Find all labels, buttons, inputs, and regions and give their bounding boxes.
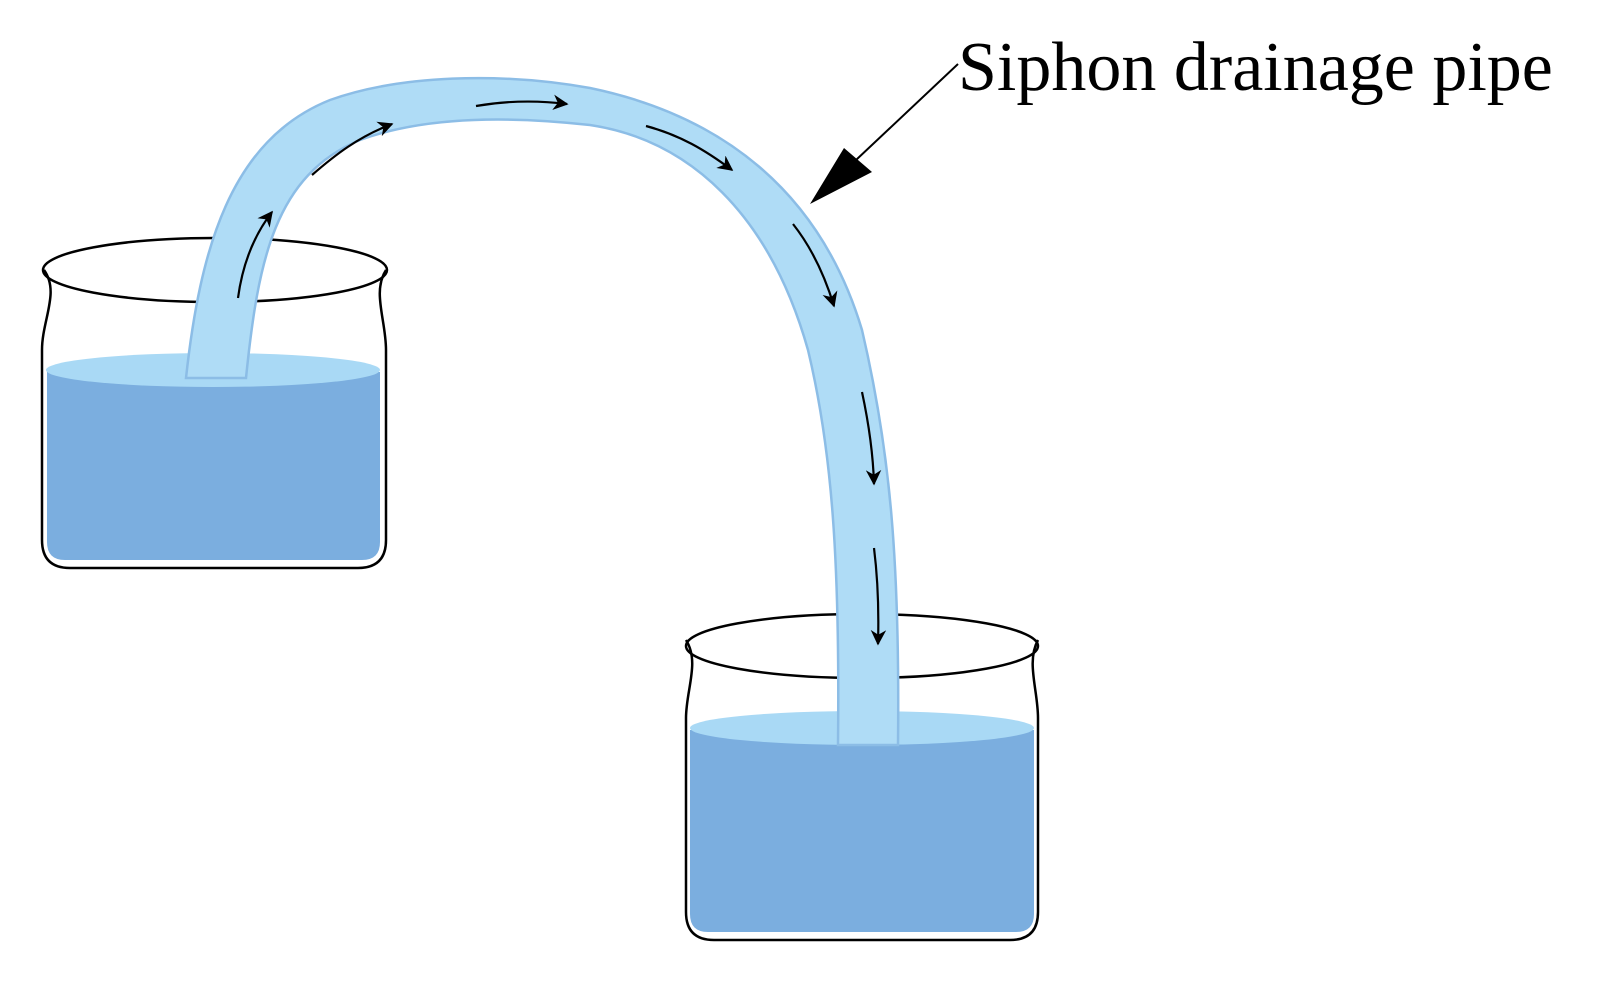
target-beaker-water [690, 730, 1034, 932]
flow-arrow [311, 121, 394, 176]
flow-arrow [870, 547, 887, 646]
flow-arrow [236, 210, 273, 299]
source-beaker-water [47, 372, 380, 560]
pipe-label-group: Siphon drainage pipe [810, 29, 1553, 204]
flow-arrow [792, 223, 838, 308]
siphon-pipe-tube [184, 76, 900, 747]
flow-arrow [860, 391, 882, 486]
label-pointer-line [855, 63, 959, 161]
flow-arrow [475, 94, 569, 110]
target-beaker-outline [684, 639, 1040, 942]
flow-arrows [236, 94, 887, 646]
pipe-label: Siphon drainage pipe [958, 29, 1553, 106]
siphon-pipe [184, 76, 900, 747]
label-pointer-arrowhead [810, 148, 872, 204]
flow-arrow [645, 124, 734, 171]
source-beaker-outline [40, 269, 388, 570]
